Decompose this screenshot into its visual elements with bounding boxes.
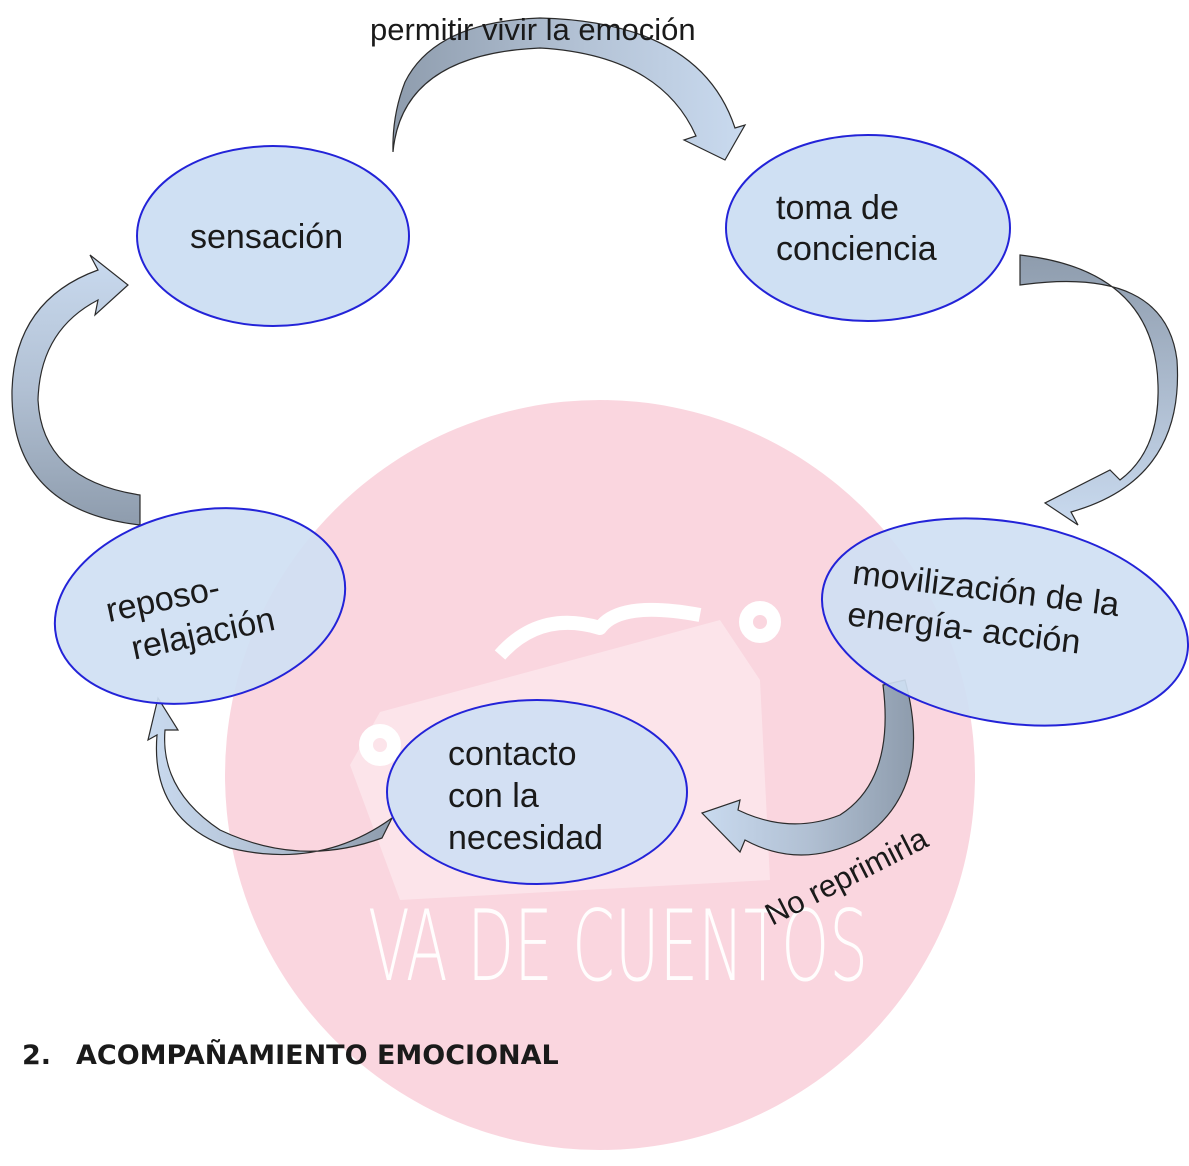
svg-text:sensación: sensación [190,218,343,256]
svg-text:contacto con la ne: contacto con la necesidad [448,735,603,857]
node-sensacion-line-1: sensación [190,218,343,256]
node-movilizacion-shape [820,517,1189,727]
arrow-sensacion-to-toma [392,17,747,161]
node-toma-line-2: conciencia [776,230,937,268]
node-sensacion-shape [136,145,410,327]
node-toma-de-conciencia: toma de conciencia [725,134,1011,322]
node-contacto-line-1: contacto [448,735,577,773]
edge-label-top: permitir vivir la emoción [370,12,696,47]
node-toma-shape [725,134,1011,322]
node-toma-line-1: toma de [776,189,899,227]
svg-text:toma de conciencia: toma de conciencia [776,189,937,268]
node-contacto: contacto con la necesidad [386,699,688,885]
node-reposo: reposo- relajación [53,507,347,705]
node-contacto-line-3: necesidad [448,819,603,857]
arrow-toma-to-movilizacion [1019,254,1179,526]
node-movilizacion: movilización de la energía- acción [820,517,1189,727]
watermark-text: VA DE CUENTOS [368,890,868,1004]
node-contacto-shape [386,699,688,885]
section-heading: 2. ACOMPAÑAMIENTO EMOCIONAL [22,1040,559,1071]
section-heading-number: 2. [22,1040,52,1071]
node-reposo-shape [53,507,347,705]
arrow-movilizacion-to-contacto [700,679,915,856]
arrow-reposo-to-sensacion [11,254,141,526]
section-heading-text: ACOMPAÑAMIENTO EMOCIONAL [76,1040,559,1071]
node-sensacion: sensación [136,145,410,327]
node-contacto-line-2: con la [448,777,539,815]
